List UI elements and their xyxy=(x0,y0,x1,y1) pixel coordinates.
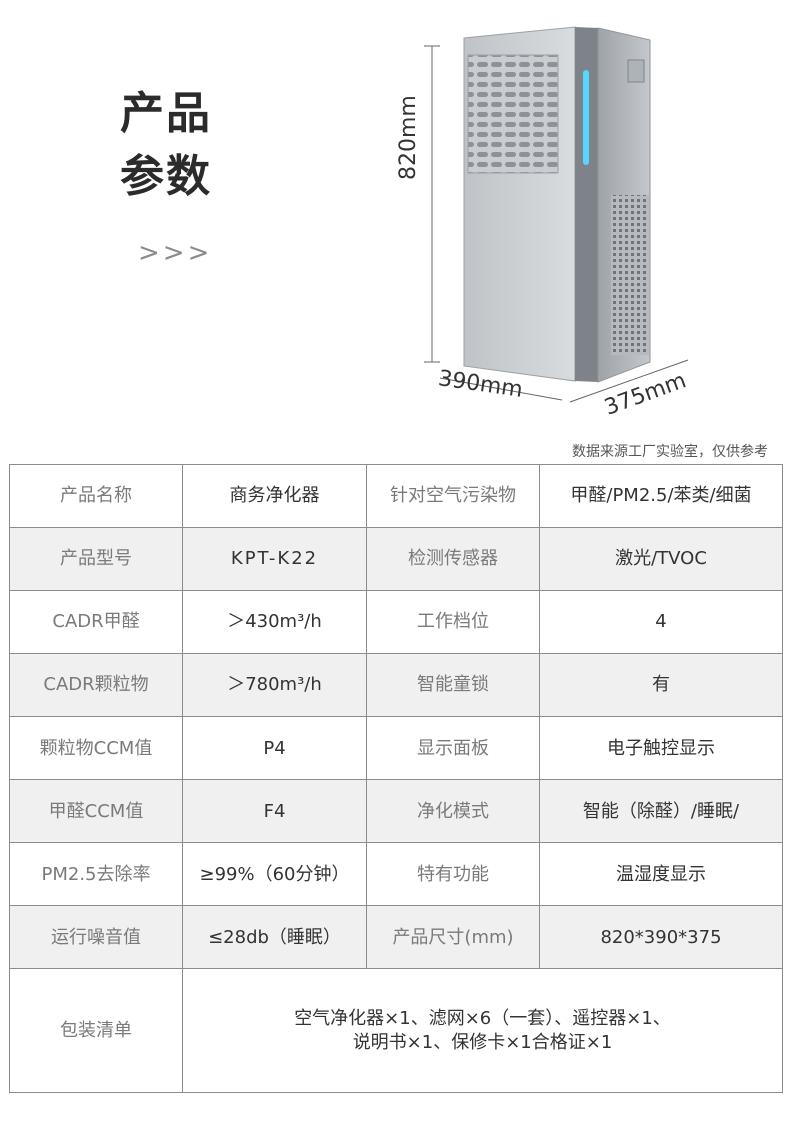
spec-label: 工作档位 xyxy=(366,590,540,655)
table-row: CADR颗粒物 ＞780m³/h 智能童锁 有 xyxy=(9,653,783,718)
spec-label: 颗粒物CCM值 xyxy=(9,716,183,781)
spec-label: 特有功能 xyxy=(366,842,540,907)
spec-label: PM2.5去除率 xyxy=(9,842,183,907)
table-row: CADR甲醛 ＞430m³/h 工作档位 4 xyxy=(9,590,783,655)
product-illustration xyxy=(424,26,689,403)
spec-value: KPT-K22 xyxy=(182,527,367,592)
table-row: PM2.5去除率 ≥99%（60分钟） 特有功能 温湿度显示 xyxy=(9,842,783,907)
spec-label: 产品型号 xyxy=(9,527,183,592)
spec-value: ＞780m³/h xyxy=(182,653,367,718)
table-row: 产品名称 商务净化器 针对空气污染物 甲醛/PM2.5/苯类/细菌 xyxy=(9,463,783,529)
spec-value: 4 xyxy=(539,590,783,655)
spec-value: 有 xyxy=(539,653,783,718)
spec-label: 智能童锁 xyxy=(366,653,540,718)
table-row: 运行噪音值 ≤28db（睡眠） 产品尺寸(mm) 820*390*375 xyxy=(9,905,783,970)
table-row: 包装清单 空气净化器×1、滤网×6（一套）、遥控器×1、 说明书×1、保修卡×1… xyxy=(9,968,783,1093)
table-row: 甲醛CCM值 F4 净化模式 智能（除醛）/睡眠/ xyxy=(9,779,783,844)
spec-value: 电子触控显示 xyxy=(539,716,783,781)
spec-value: F4 xyxy=(182,779,367,844)
package-label: 包装清单 xyxy=(9,968,183,1093)
spec-label: 检测传感器 xyxy=(366,527,540,592)
spec-label: CADR甲醛 xyxy=(9,590,183,655)
spec-value: P4 xyxy=(182,716,367,781)
spec-label: 净化模式 xyxy=(366,779,540,844)
heading-line1: 产品 xyxy=(120,88,212,139)
spec-value: 温湿度显示 xyxy=(539,842,783,907)
spec-value: ≥99%（60分钟） xyxy=(182,842,367,907)
spec-value: 智能（除醛）/睡眠/ xyxy=(539,779,783,844)
spec-label: 产品名称 xyxy=(9,463,183,529)
table-row: 产品型号 KPT-K22 检测传感器 激光/TVOC xyxy=(9,527,783,592)
spec-value: 甲醛/PM2.5/苯类/细菌 xyxy=(539,463,783,529)
spec-label: 甲醛CCM值 xyxy=(9,779,183,844)
spec-value: 820*390*375 xyxy=(539,905,783,970)
spec-label: 产品尺寸(mm) xyxy=(366,905,540,970)
spec-value: 激光/TVOC xyxy=(539,527,783,592)
purifier-body xyxy=(463,26,651,383)
arrows-decoration: >>> xyxy=(138,238,213,268)
spec-value: 商务净化器 xyxy=(182,463,367,529)
source-note: 数据来源工厂实验室，仅供参考 xyxy=(572,444,768,460)
spec-value: ≤28db（睡眠） xyxy=(182,905,367,970)
spec-label: CADR颗粒物 xyxy=(9,653,183,718)
height-dimension-label: 820mm xyxy=(396,95,421,180)
package-value: 空气净化器×1、滤网×6（一套）、遥控器×1、 说明书×1、保修卡×1合格证×1 xyxy=(182,968,783,1093)
dimension-lines xyxy=(424,45,689,403)
heading-line2: 参数 xyxy=(120,151,212,202)
spec-value: ＞430m³/h xyxy=(182,590,367,655)
table-row: 颗粒物CCM值 P4 显示面板 电子触控显示 xyxy=(9,716,783,781)
spec-label: 运行噪音值 xyxy=(9,905,183,970)
spec-label: 针对空气污染物 xyxy=(366,463,540,529)
spec-label: 显示面板 xyxy=(366,716,540,781)
spec-table: 产品名称 商务净化器 针对空气污染物 甲醛/PM2.5/苯类/细菌 产品型号 K… xyxy=(9,463,783,1093)
